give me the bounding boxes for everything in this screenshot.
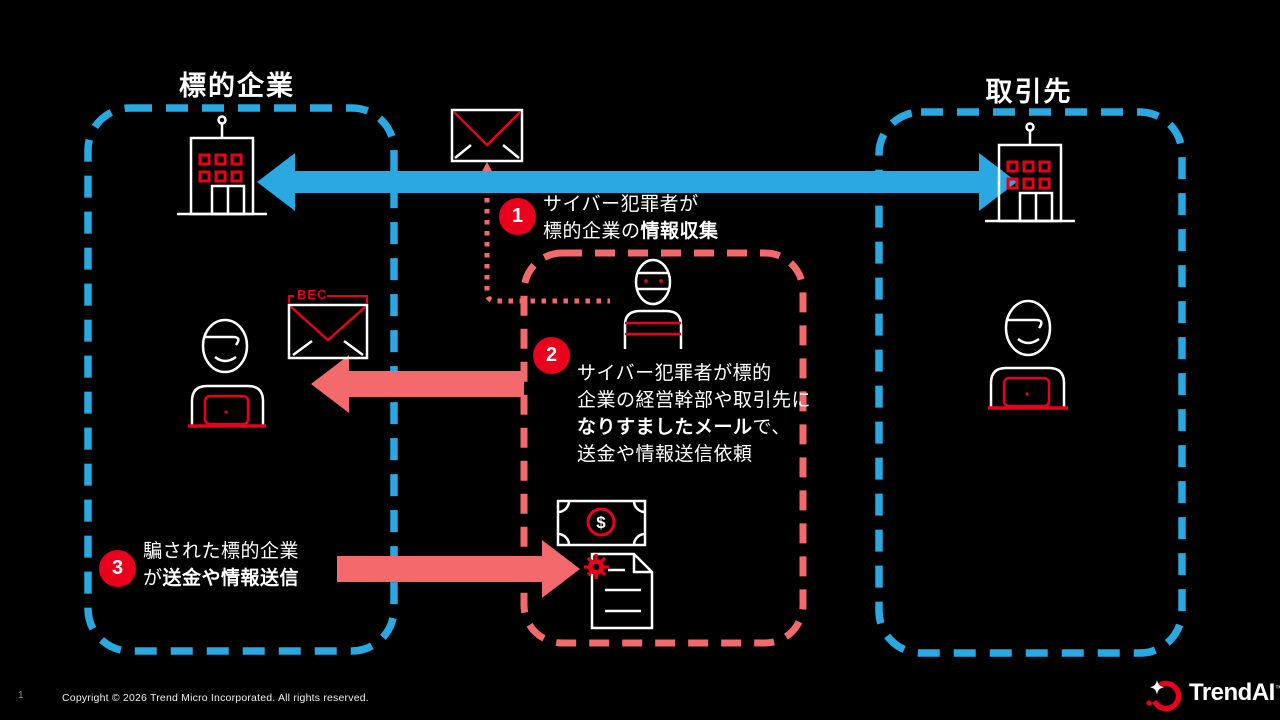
- bec-label: BEC: [297, 287, 328, 302]
- step-2-text: サイバー犯罪者が標的 企業の経営幹部や取引先に なりすましたメールで、 送金や情…: [577, 363, 812, 465]
- partner-person-icon: [988, 299, 1068, 410]
- cybercriminal-icon: [623, 258, 683, 349]
- step-3-text: 騙された標的企業 が送金や情報送信: [143, 541, 300, 589]
- step-1-text: サイバー犯罪者が 標的企業の情報収集: [543, 194, 719, 242]
- spoofed-mail-arrow: [311, 355, 524, 413]
- email-icon: [450, 108, 524, 163]
- step-2-badge: 2: [533, 337, 570, 374]
- money-transfer-arrow: [337, 540, 580, 598]
- page-number: 1: [18, 690, 24, 701]
- document-icon: [590, 552, 654, 630]
- target-company-building-icon: [177, 115, 267, 216]
- step-3-badge: 3: [99, 550, 136, 587]
- copyright-text: Copyright © 2026 Trend Micro Incorporate…: [62, 692, 369, 704]
- trend-ai-logo-text: TrendAI™: [1189, 679, 1280, 706]
- step-1-badge: 1: [499, 198, 536, 235]
- dollar-sign: $: [596, 513, 606, 532]
- partner-zone: [875, 108, 1186, 657]
- bec-email-icon: [287, 295, 369, 360]
- employee-icon: [188, 318, 266, 428]
- partner-title: 取引先: [985, 77, 1073, 107]
- partner-building-icon: [985, 122, 1075, 223]
- gear-icon: [584, 554, 609, 579]
- target-company-title: 標的企業: [179, 71, 295, 101]
- criminal-zone: [520, 249, 807, 647]
- company-communication-arrow: [257, 153, 1017, 211]
- banknote-icon: $: [556, 499, 647, 547]
- trend-ai-logo-icon: [1146, 680, 1182, 712]
